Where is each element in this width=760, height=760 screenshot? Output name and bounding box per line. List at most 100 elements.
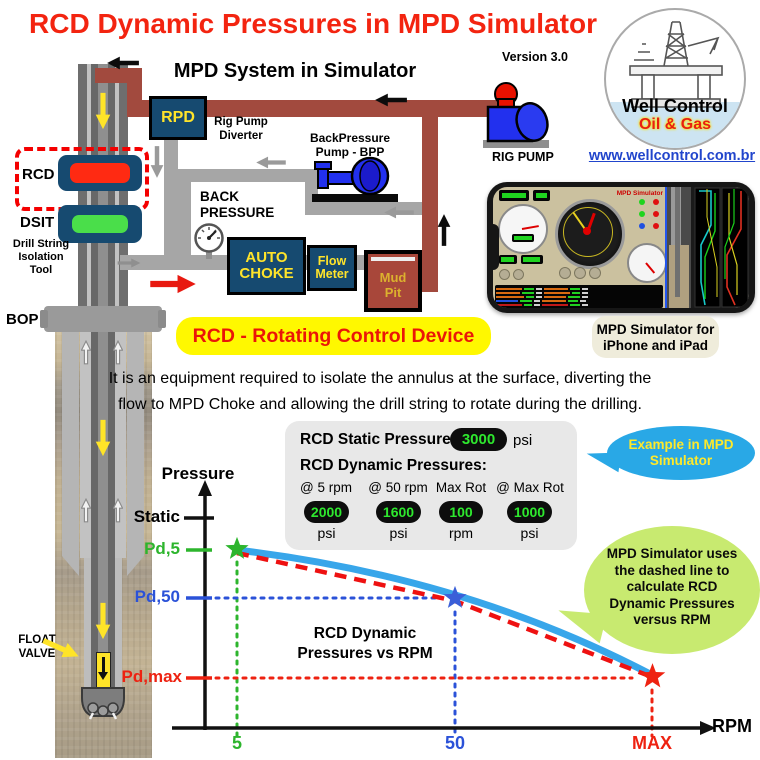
version-label: Version 3.0: [502, 50, 569, 64]
chart-caption-line2: Pressures vs RPM: [297, 645, 433, 662]
website-link[interactable]: www.wellcontrol.com.br: [588, 148, 756, 164]
float-valve-flow-head: [98, 672, 108, 680]
rpd-box-label: RPD: [161, 109, 195, 127]
phone-caption-line1: MPD Simulator for: [596, 322, 715, 337]
standpipe-left-arrow: [375, 93, 407, 107]
annulus-up-arrow-3: [81, 497, 91, 523]
example-bubble-line2: Simulator: [649, 453, 713, 468]
back-pressure-line1: BACK: [200, 189, 239, 204]
xtick-50: 50: [444, 733, 466, 753]
note-bubble-line1: MPD Simulator uses: [606, 546, 738, 561]
bop-flange-cap-right: [158, 310, 166, 328]
mud-pit-line2: Pit: [384, 285, 402, 300]
dyn-unit-50rpm: psi: [389, 525, 408, 541]
sim-indicator-lights: [639, 199, 663, 233]
sim-led-spm: [533, 190, 550, 201]
example-bubble: Example in MPD Simulator: [607, 426, 755, 480]
dsit-caption-line3: Tool: [29, 264, 53, 276]
dyn-value-pill-atmaxrot: 1000: [507, 501, 552, 523]
phone-caption-line2: iPhone and iPad: [602, 337, 708, 353]
suction-vertical: [422, 110, 438, 292]
bpp-caption-line2: Pump - BPP: [315, 145, 385, 159]
dynamic-pressures-label: RCD Dynamic Pressures:: [300, 457, 487, 474]
flow-meter-line2: Meter: [315, 267, 349, 281]
sim-screen-title: MPD Simulator: [616, 190, 663, 197]
star-marker-5rpm: [225, 536, 249, 559]
auto-choke-line1: AUTO: [245, 248, 288, 266]
back-pressure-label: BACK PRESSURE: [200, 189, 274, 220]
casing-right: [127, 328, 144, 556]
rpd-box: RPD: [149, 96, 207, 140]
rig-pump-label: RIG PUMP: [492, 150, 554, 164]
dsit-caption: Drill String Isolation Tool: [8, 238, 74, 277]
rpd-caption-line2: Diverter: [219, 129, 263, 142]
sim-buttons: [499, 269, 559, 280]
pressure-data-panel: [285, 421, 577, 550]
chart-caption-line1: RCD Dynamic: [313, 625, 417, 642]
rpd-down-arrow: [150, 146, 164, 178]
diagram-subtitle: MPD System in Simulator: [173, 60, 417, 82]
bop-flange-cap-left: [40, 310, 48, 328]
star-marker-max: [639, 663, 666, 688]
float-valve-label-line2: VALVE: [18, 648, 56, 660]
note-bubble-line5: versus RPM: [633, 612, 711, 627]
pressure-gauge: [194, 223, 224, 259]
sim-rpm-gauge: [627, 243, 667, 283]
back-pressure-line2: PRESSURE: [200, 204, 275, 220]
chart-xlabel: RPM: [712, 716, 752, 736]
dyn-col-header-atmaxrot: @ Max Rot: [496, 480, 564, 495]
rig-pump: [483, 82, 549, 148]
description-line1: It is an equipment required to isolate t…: [108, 370, 652, 387]
chart-caption: RCD Dynamic Pressures vs RPM: [280, 624, 450, 664]
bpp-left-arrow-1: [256, 156, 286, 169]
mud-pit-label: Mud Pit: [368, 270, 418, 300]
rpd-caption: Rig Pump Diverter: [203, 116, 279, 143]
dyn-value-pill-50rpm: 1600: [376, 501, 421, 523]
oil-rig-icon: [629, 21, 723, 108]
annulus-up-arrow-2: [113, 339, 123, 365]
casing-shoe-right: [127, 556, 144, 576]
mud-pit-line1: Mud: [379, 270, 407, 285]
flow-down-arrow-low: [95, 602, 111, 640]
bop-label: BOP: [6, 311, 39, 328]
example-bubble-line1: Example in MPD: [628, 437, 734, 452]
dyn-unit-5rpm: psi: [317, 525, 336, 541]
drill-pipe-bore: [98, 64, 108, 694]
note-bubble: MPD Simulator uses the dashed line to ca…: [584, 526, 760, 654]
sim-main-gauge: [555, 199, 625, 269]
static-pressure-label: RCD Static Pressure: [300, 431, 451, 448]
dyn-col-header-maxrot: Max Rot: [435, 480, 487, 495]
logo-water: [606, 102, 744, 148]
ytick-static: Static: [133, 507, 180, 526]
rcd-label: RCD: [22, 166, 55, 183]
bop-flange: [44, 306, 162, 332]
bpp-left-arrow-2: [384, 206, 414, 219]
choke-flow-red-arrow: [150, 274, 196, 294]
rpd-caption-line1: Rig Pump: [214, 116, 268, 128]
dsit-label: DSIT: [20, 214, 55, 231]
sim-data-table: [495, 285, 663, 308]
logo-tagline: Oil & Gas: [638, 116, 712, 133]
float-valve: [96, 652, 111, 688]
annulus-up-arrow-1: [81, 339, 91, 365]
flow-down-arrow-mid: [95, 419, 111, 457]
flow-down-arrow-top: [95, 92, 111, 130]
drill-bit: [81, 687, 125, 720]
note-bubble-line2: the dashed line to: [614, 562, 730, 578]
rpd-downpipe: [164, 136, 178, 266]
casing-shoe-left: [62, 556, 79, 576]
ytick-pdmax: Pd,max: [121, 667, 182, 686]
backpressure-pump: [312, 156, 398, 202]
sim-autodriller-buttons: [559, 267, 615, 279]
xtick-5: 5: [231, 733, 242, 753]
float-valve-flow-stem: [102, 657, 105, 673]
auto-choke-line2: CHOKE: [239, 265, 294, 282]
logo-name: Well Control: [622, 96, 728, 116]
phone-notch: [491, 224, 499, 270]
mud-pit-box: Mud Pit: [364, 250, 422, 312]
float-valve-pointer-arrow: [42, 638, 79, 658]
dyn-value-pill-5rpm: 2000: [304, 501, 349, 523]
dyn-value-pill-maxrot: 100: [439, 501, 483, 523]
dyn-col-header-50rpm: @ 50 rpm: [368, 480, 428, 495]
return-left-arrow-top: [107, 56, 139, 70]
